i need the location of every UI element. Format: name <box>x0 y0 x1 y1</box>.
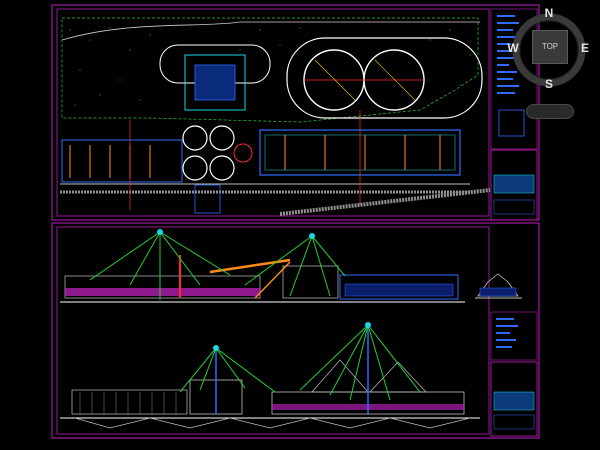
viewcube[interactable] <box>505 8 593 96</box>
tower-block <box>184 54 246 111</box>
title-block-bottom <box>490 361 538 437</box>
ground-hatch <box>69 27 471 106</box>
sheet-elevations <box>51 222 540 439</box>
tower-head-1 <box>157 229 163 235</box>
compass-ring[interactable] <box>505 8 593 96</box>
title-block-top <box>490 149 538 221</box>
tower-head-4 <box>365 322 371 328</box>
viewcube-top-face[interactable]: TOP <box>532 30 568 64</box>
elevation-1-guy-lines <box>89 231 346 300</box>
compass-north-label[interactable]: N <box>544 6 554 20</box>
legend-lines <box>497 15 519 94</box>
elevation-2-guy-lines <box>179 324 421 401</box>
compass-east-label[interactable]: E <box>580 41 589 55</box>
sheet-site-plan <box>51 4 540 221</box>
sheet-border-bottom <box>51 222 540 439</box>
compass-south-label[interactable]: S <box>544 77 553 91</box>
elevation-2-building-left <box>71 389 188 415</box>
site-boundary <box>61 17 479 123</box>
shed-left <box>61 139 183 183</box>
conveyor-lines <box>69 135 441 178</box>
silo-pad <box>286 37 483 119</box>
sheet-border-top <box>51 4 540 221</box>
silo-small-2 <box>209 125 235 151</box>
silo-small-4 <box>209 155 235 181</box>
silo-small-3 <box>182 155 208 181</box>
compass-west-label[interactable]: W <box>507 41 519 55</box>
tower-head-3 <box>213 345 219 351</box>
wcs-menu-button[interactable] <box>526 104 574 119</box>
silo-small-1 <box>182 125 208 151</box>
tower-head-2 <box>309 233 315 239</box>
access-road <box>61 21 480 41</box>
elevation-1-building <box>64 275 261 299</box>
